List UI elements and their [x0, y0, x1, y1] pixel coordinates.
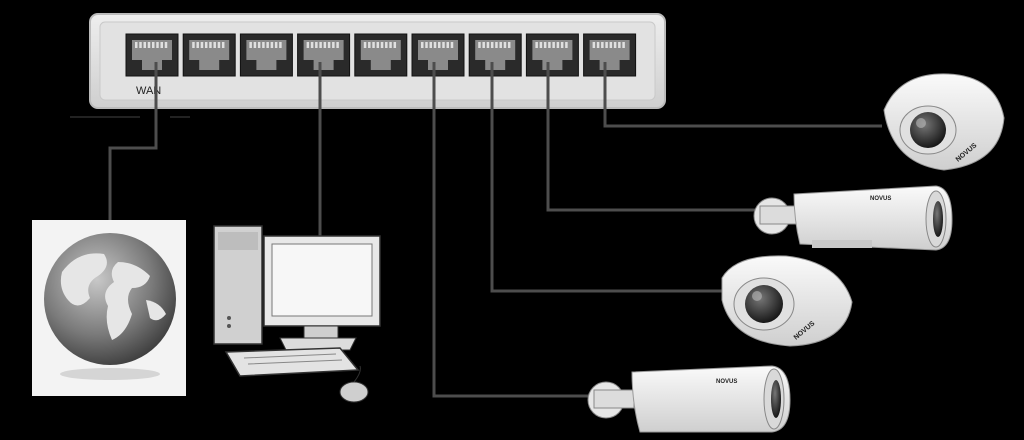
port-pin — [209, 42, 212, 48]
port-pin — [429, 42, 432, 48]
cable-bullet-middle — [546, 62, 760, 212]
port-pin — [217, 42, 221, 48]
port-pin — [372, 42, 375, 48]
port-pin — [192, 42, 195, 48]
ethernet-port — [354, 33, 408, 77]
port-pin — [605, 42, 608, 48]
port-pin — [613, 42, 617, 48]
port-pin — [306, 42, 310, 48]
port-pin — [556, 42, 560, 48]
port-pin — [143, 42, 146, 48]
cable-dome-middle — [490, 62, 724, 293]
port-pin — [490, 42, 494, 48]
port-pin — [160, 42, 163, 48]
port-pin — [622, 42, 625, 48]
cables — [108, 62, 882, 398]
bullet-camera-icon: NOVUS — [587, 365, 791, 433]
ethernet-port — [525, 33, 579, 77]
internet-globe-icon — [32, 220, 186, 396]
dome-camera-icon: NOVUS — [721, 255, 853, 347]
port-pin — [482, 42, 485, 48]
port-pin — [315, 42, 318, 48]
ethernet-port — [468, 33, 522, 77]
port-pin — [438, 42, 441, 48]
port-pin — [503, 42, 507, 48]
port-pin — [543, 42, 547, 48]
port-pin — [253, 42, 257, 48]
port-pin — [539, 42, 543, 48]
port-pin — [274, 42, 278, 48]
ethernet-port — [239, 33, 293, 77]
cable-dome-top — [603, 62, 882, 128]
port-pin — [535, 42, 538, 48]
port-pin — [135, 42, 138, 48]
port-pin — [486, 42, 490, 48]
cable-camera-bottom — [432, 62, 590, 398]
port-pin — [596, 42, 600, 48]
ethernet-port — [125, 33, 179, 77]
port-pin — [478, 42, 481, 48]
network-switch: WAN — [89, 13, 666, 109]
port-pin — [156, 42, 159, 48]
port-pin — [389, 42, 392, 48]
port-pin — [310, 42, 314, 48]
ethernet-port — [411, 33, 465, 77]
port-pin — [204, 42, 208, 48]
port-pin — [279, 42, 282, 48]
port-pin — [376, 42, 380, 48]
port-pin — [147, 42, 151, 48]
port-pin — [139, 42, 142, 48]
port-pin — [442, 42, 445, 48]
port-pin — [592, 42, 596, 48]
port-pin — [327, 42, 331, 48]
port-pin — [433, 42, 437, 48]
port-pin — [368, 42, 371, 48]
port-pin — [323, 42, 327, 48]
port-pin — [618, 42, 621, 48]
port-pin — [507, 42, 511, 48]
port-pin — [196, 42, 199, 48]
port-pin — [221, 42, 225, 48]
switch-ports — [125, 33, 637, 77]
port-pin — [609, 42, 613, 48]
port-pin — [565, 42, 568, 48]
port-pin — [548, 42, 551, 48]
camera-brand-logo: NOVUS — [716, 379, 737, 385]
port-pin — [363, 42, 367, 48]
port-pin — [213, 42, 216, 48]
dome-camera-icon: NOVUS — [883, 73, 1005, 171]
port-pin — [266, 42, 269, 48]
ethernet-port — [583, 33, 637, 77]
cable-wan — [108, 62, 158, 222]
bullet-camera-icon: NOVUS — [753, 185, 953, 251]
desktop-computer-icon — [213, 225, 381, 403]
port-pin — [380, 42, 384, 48]
port-pin — [552, 42, 555, 48]
port-pin — [262, 42, 265, 48]
port-pin — [560, 42, 564, 48]
port-pin — [385, 42, 388, 48]
port-pin — [319, 42, 322, 48]
port-pin — [601, 42, 604, 48]
wan-label: WAN — [136, 85, 161, 97]
port-pin — [393, 42, 397, 48]
port-pin — [495, 42, 498, 48]
port-pin — [257, 42, 261, 48]
port-pin — [450, 42, 454, 48]
port-pin — [425, 42, 428, 48]
camera-brand-logo: NOVUS — [870, 196, 891, 202]
port-pin — [336, 42, 339, 48]
ethernet-port — [297, 33, 351, 77]
port-pin — [270, 42, 274, 48]
port-pin — [152, 42, 155, 48]
port-pin — [164, 42, 168, 48]
port-pin — [200, 42, 204, 48]
port-pin — [446, 42, 449, 48]
port-pin — [421, 42, 424, 48]
port-pin — [332, 42, 335, 48]
ethernet-port — [182, 33, 236, 77]
port-pin — [249, 42, 252, 48]
port-pin — [499, 42, 502, 48]
